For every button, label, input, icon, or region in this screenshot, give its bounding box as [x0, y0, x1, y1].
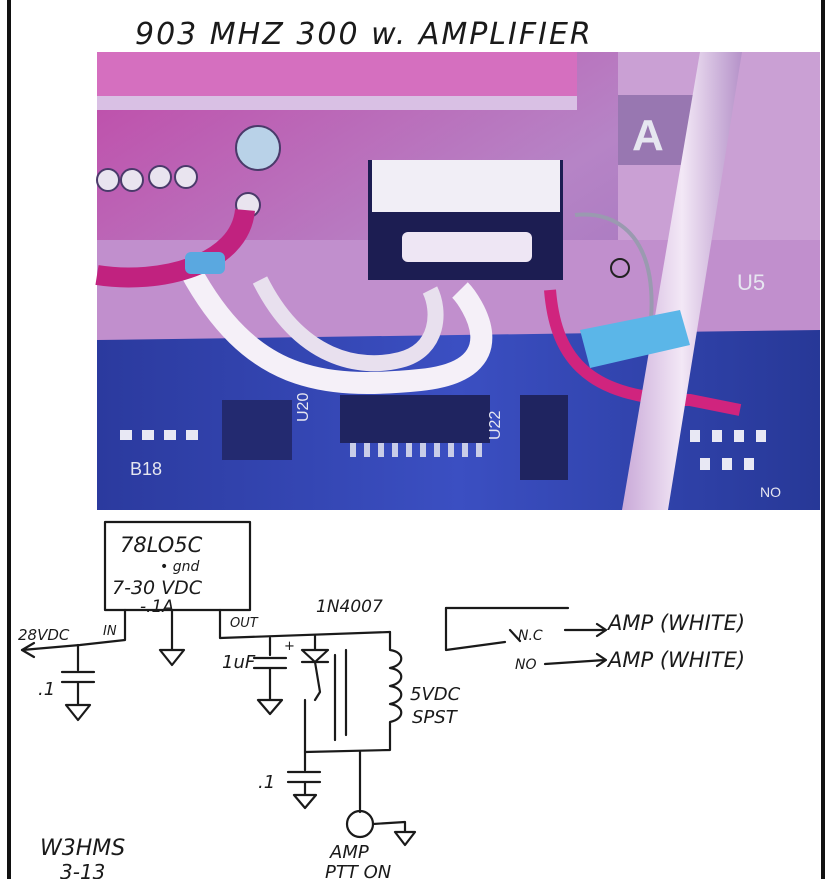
amplifier-photo: A U2	[95, 52, 820, 510]
regulator-pin-out: OUT	[230, 616, 259, 631]
lower-cap-label: .1	[258, 772, 275, 793]
contact-no-label: NO	[515, 657, 537, 673]
regulator-box	[103, 520, 252, 612]
diode-label: 1N4007	[316, 597, 383, 617]
signature-call: W3HMS	[40, 836, 125, 861]
regulator-voltage-range: 7-30 VDC	[112, 577, 203, 599]
photo-label-a: A	[632, 111, 664, 160]
photo-label-u22: U22	[487, 411, 504, 440]
diagram-title: 903 MHZ 300 w. AMPLIFIER	[135, 17, 593, 52]
amp-no-label: AMP (WHITE)	[606, 648, 745, 672]
page-border-left	[7, 0, 11, 879]
photo-label-u20: U20	[295, 393, 312, 422]
relay-voltage-label: 5VDC	[410, 684, 461, 705]
ptt-label-amp: AMP	[329, 842, 369, 863]
photo-label-b18: B18	[130, 459, 162, 479]
relay-type-label: SPST	[412, 707, 459, 728]
signature-date: 3-13	[60, 860, 105, 879]
amp-nc-label: AMP (WHITE)	[606, 611, 745, 635]
regulator-gnd-label: • gnd	[160, 559, 199, 575]
ptt-label-on: PTT ON	[325, 862, 391, 879]
regulator-pin-in: IN	[103, 624, 117, 639]
regulator-current: -.1A	[140, 597, 174, 617]
schematic: 78LO5C • gnd 7-30 VDC -.1A IN OUT 28VDC …	[18, 520, 745, 879]
page-border-right	[821, 0, 825, 879]
contact-nc-label: N.C	[518, 628, 543, 644]
input-voltage-label: 28VDC	[18, 626, 70, 644]
photo-label-u5: U5	[737, 270, 765, 295]
input-cap-label: .1	[38, 679, 55, 700]
photo-label-no: NO	[760, 484, 781, 500]
regulator-part-number: 78LO5C	[120, 533, 203, 557]
output-cap-label: 1uF	[222, 652, 256, 673]
svg-text:+: +	[284, 639, 295, 654]
